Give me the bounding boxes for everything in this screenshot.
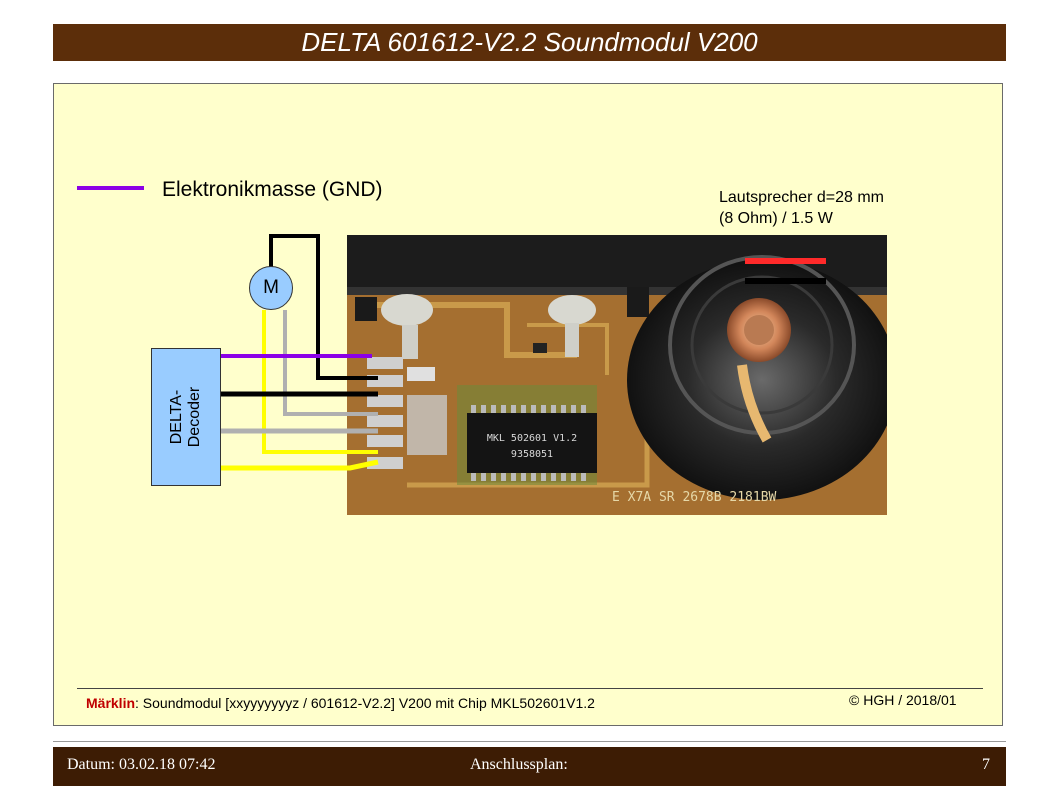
motor-wire-grey xyxy=(283,310,378,416)
footer-divider xyxy=(53,741,1006,742)
motor-wire-black xyxy=(269,234,378,380)
decoder-wire-yellow xyxy=(219,459,379,471)
speaker-spec-line1: Lautsprecher d=28 mm xyxy=(719,189,884,206)
decoder-label-line1: DELTA- xyxy=(168,389,185,445)
footer-section-label: Anschlussplan: xyxy=(470,756,568,773)
motor-symbol: M xyxy=(249,266,293,310)
footer-date: Datum: 03.02.18 07:42 xyxy=(67,756,216,773)
chip-marking-line1: MKL 502601 V1.2 xyxy=(487,433,577,444)
footer-page-number: 7 xyxy=(982,756,990,773)
caption-divider xyxy=(77,688,983,689)
speaker-spec: Lautsprecher d=28 mm (8 Ohm) / 1.5 W xyxy=(719,187,884,229)
pcb-marking: E X7A SR 2678B 2181BW xyxy=(612,490,777,505)
caption: Märklin: Soundmodul [xxyyyyyyyz / 601612… xyxy=(86,695,595,711)
decoder-label-line2: Decoder xyxy=(186,386,203,448)
decoder-label: DELTA- Decoder xyxy=(168,387,204,447)
speaker-spec-line2: (8 Ohm) / 1.5 W xyxy=(719,210,833,227)
caption-brand: Märklin xyxy=(86,695,136,711)
gnd-legend-label: Elektronikmasse (GND) xyxy=(162,178,383,201)
page-title: DELTA 601612-V2.2 Soundmodul V200 xyxy=(53,24,1006,61)
copyright-notice: © HGH / 2018/01 xyxy=(849,692,957,708)
delta-decoder-box: DELTA- Decoder xyxy=(151,348,221,486)
caption-description: : Soundmodul [xxyyyyyyyz / 601612-V2.2] … xyxy=(135,695,595,711)
gnd-legend-swatch xyxy=(77,186,144,190)
chip-marking-line2: 9358051 xyxy=(511,449,553,460)
footer-bar: Datum: 03.02.18 07:42 Anschlussplan: 7 xyxy=(53,747,1006,786)
